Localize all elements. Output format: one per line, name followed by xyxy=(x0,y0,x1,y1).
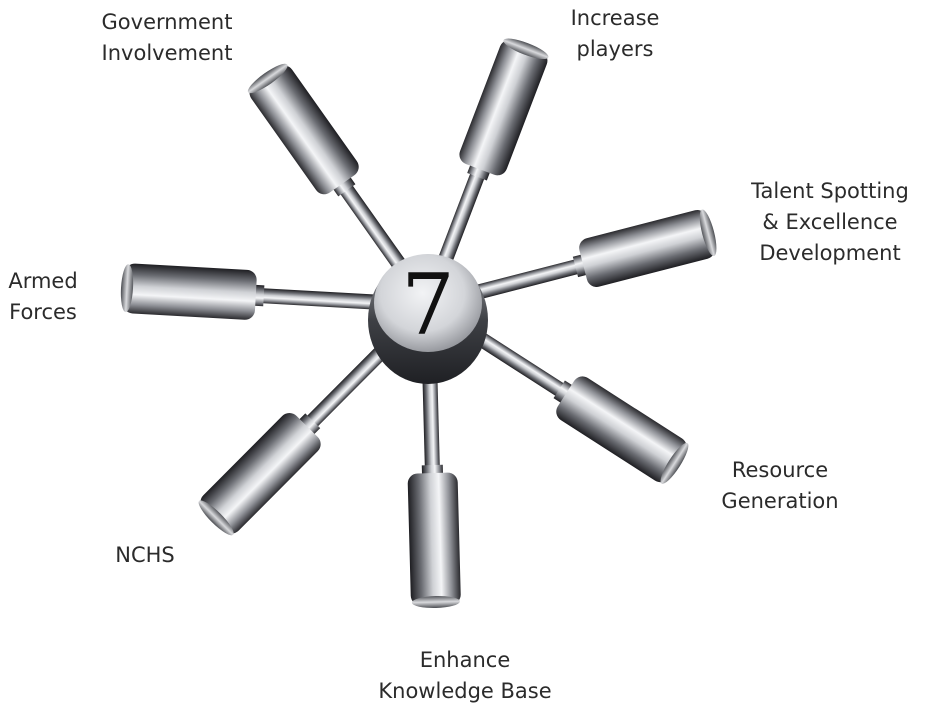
spoke-cap-end xyxy=(503,38,549,60)
spoke-cap-end xyxy=(198,500,234,536)
label-line: Resource xyxy=(731,458,829,482)
label-government-involvement: Government Involvement xyxy=(52,7,282,69)
spoke-armed xyxy=(120,263,399,320)
spoke-cap xyxy=(579,209,716,287)
label-line: Involvement xyxy=(101,41,233,65)
spoke-cap xyxy=(200,412,321,534)
spoke-cap-end xyxy=(411,595,460,609)
label-line: players xyxy=(576,37,654,61)
spoke-government xyxy=(247,63,417,285)
label-line: Forces xyxy=(9,300,77,324)
spoke-cap-end xyxy=(247,63,288,94)
spoke-rod xyxy=(330,171,417,285)
label-line: Talent Spotting xyxy=(751,179,909,203)
label-armed-forces: Armed Forces xyxy=(0,266,86,328)
label-line: Knowledge Base xyxy=(378,679,552,703)
label-talent-spotting: Talent Spotting & Excellence Development xyxy=(735,176,925,269)
spoke-cap xyxy=(556,376,687,483)
label-line: Enhance xyxy=(419,648,511,672)
spoke-collar xyxy=(295,413,321,439)
label-line: Government xyxy=(101,10,233,34)
hub-face xyxy=(374,254,482,352)
spoke-cap xyxy=(407,472,461,606)
spoke-cap-end xyxy=(660,442,689,484)
spoke-players xyxy=(431,38,549,280)
spoke-talent xyxy=(455,209,717,305)
label-line: Development xyxy=(759,241,901,265)
label-line: Generation xyxy=(721,489,839,513)
spoke-rod xyxy=(245,287,399,311)
label-enhance-knowledge-base: Enhance Knowledge Base xyxy=(350,645,580,707)
label-increase-players: Increase players xyxy=(540,3,690,65)
spoke-cap xyxy=(249,65,359,195)
label-line: Armed xyxy=(8,269,78,293)
spoke-cap xyxy=(459,39,548,176)
spoke-rod xyxy=(455,255,595,305)
label-resource-generation: Resource Generation xyxy=(700,455,860,517)
hub xyxy=(368,254,488,384)
spoke-cap-end xyxy=(699,209,717,257)
label-line: & Excellence xyxy=(762,210,898,234)
spoke-rod xyxy=(431,157,491,280)
label-nchs: NCHS xyxy=(90,540,200,571)
spoke-cap xyxy=(123,263,257,320)
label-line: Increase xyxy=(570,6,660,30)
label-line: NCHS xyxy=(115,543,175,567)
spoke-cap-end xyxy=(120,264,134,313)
center-number: 7 xyxy=(401,256,455,354)
